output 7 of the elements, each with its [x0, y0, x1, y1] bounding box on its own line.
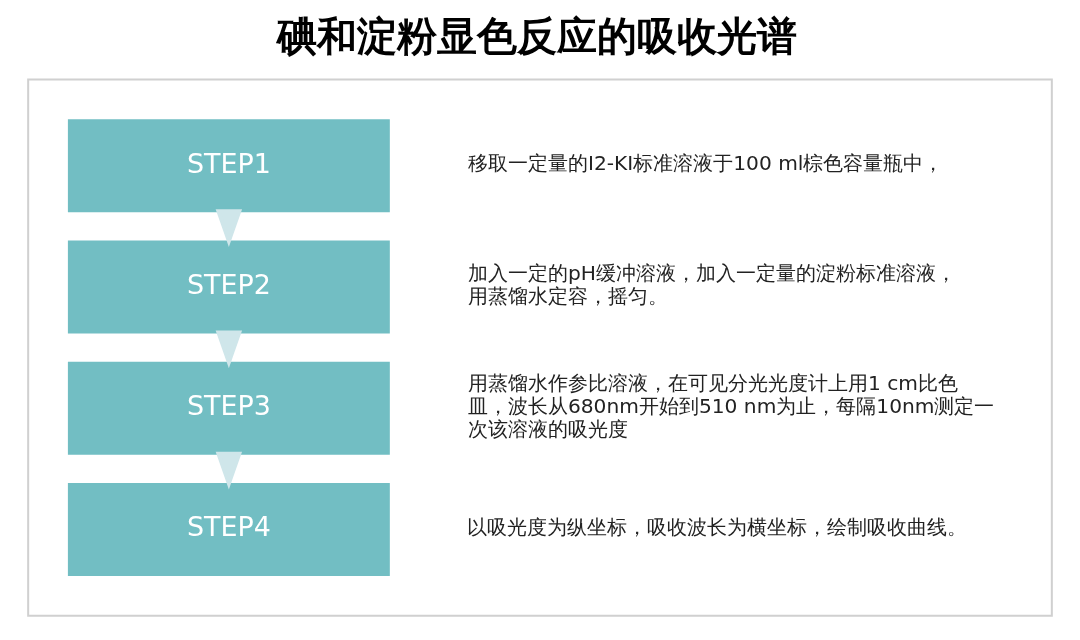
- cluster: [27, 78, 1053, 617]
- node-label: 加入一定的pH缓冲溶液，加入一定量的淀粉标准溶液，用蒸馏水定容，摇匀。: [467, 261, 956, 309]
- diagram-title: 碘和淀粉显色反应的吸收光谱: [276, 11, 797, 60]
- node-box: STEP4: [67, 482, 390, 576]
- node-label: 移取一定量的I2-KI标准溶液于100 ml棕色容量瓶中，: [467, 151, 944, 176]
- node-label: 用蒸馏水作参比溶液，在可见分光光度计上用1 cm比色皿，波长从680nm开始到510 nm为止，每隔10nm测定一次该溶液的吸光度: [467, 371, 995, 441]
- node-label: 以吸光度为纵坐标，吸收波长为横坐标，绘制吸收曲线。: [467, 515, 968, 540]
